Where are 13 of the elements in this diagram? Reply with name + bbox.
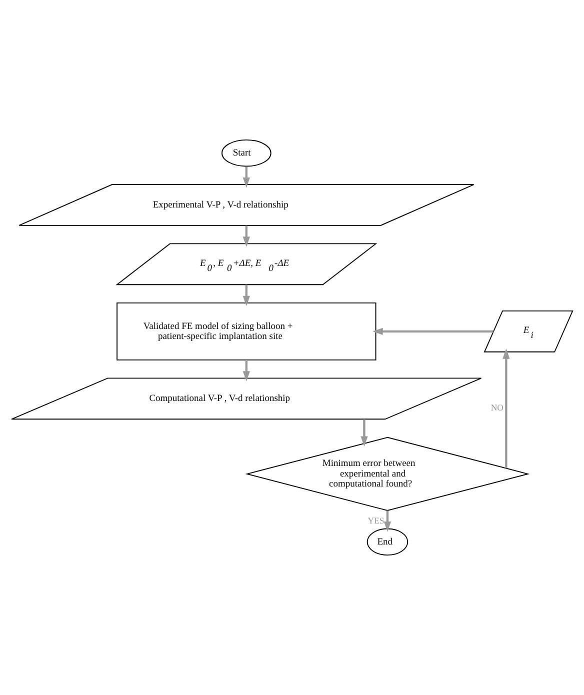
arrow (242, 284, 250, 306)
arrow (242, 226, 250, 247)
edge-label: YES (368, 516, 384, 526)
node-box: Validated FE model of sizing balloon + patient-specific implantation site (116, 302, 376, 360)
arrow (384, 510, 392, 532)
edge-label: NO (490, 402, 504, 412)
arrow (502, 348, 510, 468)
arrow (242, 360, 250, 382)
node-ellipse: End (366, 528, 408, 556)
arrow (372, 328, 494, 336)
arrow (360, 419, 368, 447)
arrow (242, 166, 250, 188)
node-ellipse: Start (221, 139, 272, 167)
